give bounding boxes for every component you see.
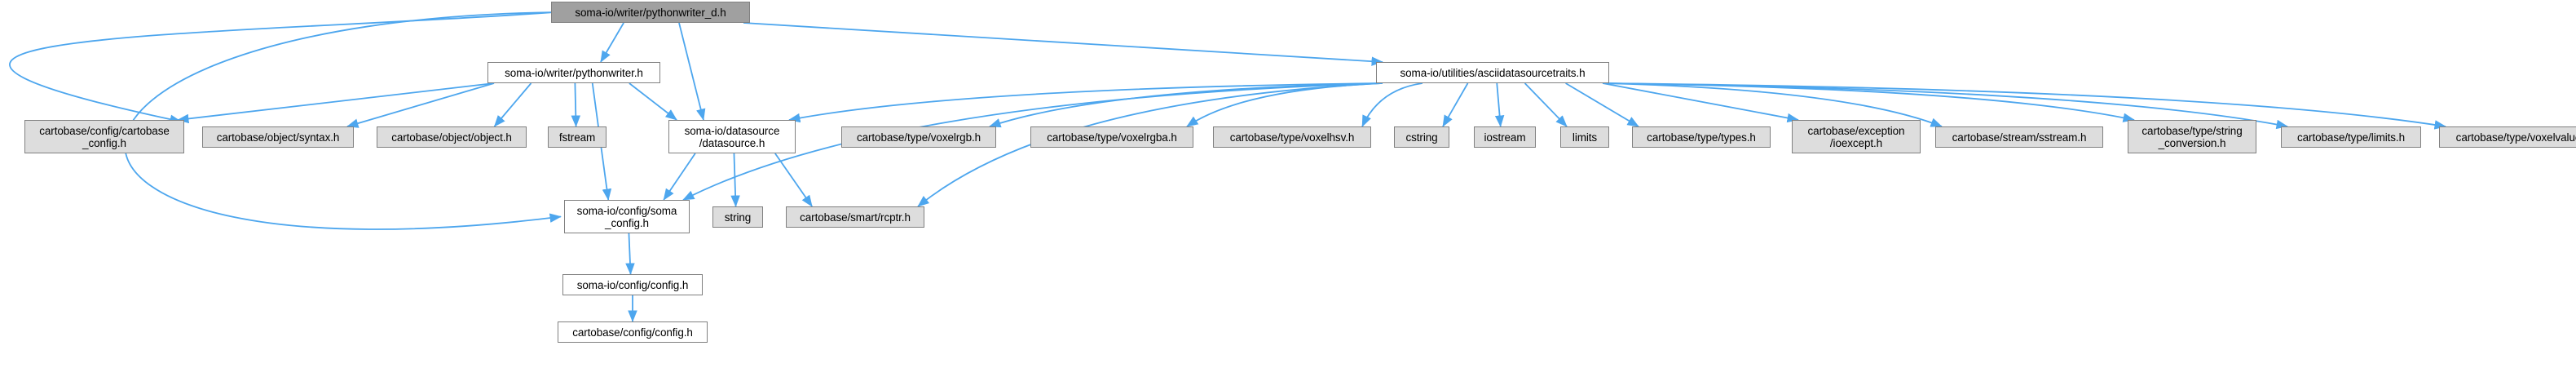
graph-node-asciidatasourcetraits[interactable]: soma-io/utilities/asciidatasourcetraits.… bbox=[1376, 62, 1609, 83]
graph-edge-asciidatasourcetraits-to-voxelvalue bbox=[1602, 82, 2446, 130]
graph-node-string[interactable]: string bbox=[712, 206, 763, 228]
graph-node-pythonwriter[interactable]: soma-io/writer/pythonwriter.h bbox=[487, 62, 660, 83]
graph-node-limits_std[interactable]: limits bbox=[1560, 126, 1609, 148]
graph-edge-pythonwriter-to-cartobase_config bbox=[177, 82, 495, 124]
graph-node-sstream[interactable]: cartobase/stream/sstream.h bbox=[1935, 126, 2103, 148]
graph-node-cartobase_config[interactable]: cartobase/config/cartobase _config.h bbox=[24, 120, 184, 153]
graph-node-voxelrgba[interactable]: cartobase/type/voxelrgba.h bbox=[1030, 126, 1193, 148]
graph-node-label: cartobase/type/limits.h bbox=[2296, 131, 2405, 144]
graph-edge-asciidatasourcetraits-to-voxelrgba bbox=[1186, 82, 1383, 127]
graph-edge-pythonwriter-to-object_object bbox=[493, 82, 532, 127]
graph-edge-datasource-to-string bbox=[730, 153, 740, 207]
graph-edge-pythonwriter_d-to-cartobase_config bbox=[9, 11, 555, 124]
graph-edge-asciidatasourcetraits-to-limits_std bbox=[1524, 82, 1568, 127]
graph-node-voxelvalue[interactable]: cartobase/type/voxelvalue.h bbox=[2439, 126, 2576, 148]
graph-node-datasource[interactable]: soma-io/datasource /datasource.h bbox=[668, 120, 796, 153]
graph-node-voxelhsv[interactable]: cartobase/type/voxelhsv.h bbox=[1213, 126, 1371, 148]
graph-edge-asciidatasourcetraits-to-types bbox=[1565, 82, 1639, 127]
graph-node-label: cartobase/config/config.h bbox=[572, 326, 693, 339]
graph-node-types[interactable]: cartobase/type/types.h bbox=[1632, 126, 1771, 148]
graph-edge-asciidatasourcetraits-to-string_conversion bbox=[1602, 82, 2135, 122]
edge-paths bbox=[9, 11, 2446, 322]
graph-node-label: cartobase/type/string _conversion.h bbox=[2142, 124, 2243, 149]
graph-node-label: cartobase/type/types.h bbox=[1647, 131, 1756, 144]
graph-edge-pythonwriter_d-to-soma_config bbox=[124, 11, 562, 230]
graph-edge-pythonwriter-to-object_syntax bbox=[346, 82, 495, 128]
graph-node-cartobase_config_h[interactable]: cartobase/config/config.h bbox=[558, 321, 708, 343]
graph-edge-asciidatasourcetraits-to-datasource bbox=[788, 82, 1383, 123]
graph-node-label: soma-io/config/config.h bbox=[576, 278, 689, 291]
graph-node-iostream[interactable]: iostream bbox=[1474, 126, 1536, 148]
graph-edge-asciidatasourcetraits-to-soma_config bbox=[682, 82, 1383, 201]
graph-node-ioexcept[interactable]: cartobase/exception /ioexcept.h bbox=[1792, 120, 1921, 153]
graph-node-object_syntax[interactable]: cartobase/object/syntax.h bbox=[202, 126, 354, 148]
graph-node-label: cstring bbox=[1405, 131, 1438, 144]
graph-node-soma_config[interactable]: soma-io/config/soma _config.h bbox=[564, 200, 690, 233]
graph-node-label: cartobase/type/voxelrgba.h bbox=[1047, 131, 1177, 144]
graph-node-voxelrgb[interactable]: cartobase/type/voxelrgb.h bbox=[841, 126, 996, 148]
graph-node-cstring[interactable]: cstring bbox=[1394, 126, 1449, 148]
graph-node-label: cartobase/type/voxelvalue.h bbox=[2455, 131, 2576, 144]
graph-edge-datasource-to-soma_config bbox=[663, 153, 696, 201]
graph-node-label: limits bbox=[1572, 131, 1598, 144]
graph-node-label: soma-io/utilities/asciidatasourcetraits.… bbox=[1400, 66, 1586, 79]
graph-node-label: soma-io/writer/pythonwriter_d.h bbox=[575, 6, 726, 19]
graph-edge-asciidatasourcetraits-to-rcptr bbox=[917, 82, 1383, 207]
graph-edge-pythonwriter_d-to-asciidatasourcetraits bbox=[743, 22, 1383, 66]
graph-edge-asciidatasourcetraits-to-ioexcept bbox=[1602, 82, 1799, 123]
graph-edge-asciidatasourcetraits-to-sstream bbox=[1602, 82, 1943, 127]
graph-edge-soma_config-to-soma_io_config bbox=[625, 233, 635, 275]
graph-edge-pythonwriter-to-datasource bbox=[629, 82, 677, 121]
graph-node-fstream[interactable]: fstream bbox=[548, 126, 607, 148]
graph-edge-asciidatasourcetraits-to-iostream bbox=[1494, 82, 1505, 127]
graph-edge-pythonwriter_d-to-pythonwriter bbox=[600, 22, 624, 63]
graph-node-label: cartobase/config/cartobase _config.h bbox=[39, 124, 170, 149]
graph-edge-asciidatasourcetraits-to-voxelhsv bbox=[1361, 82, 1423, 127]
graph-node-soma_io_config[interactable]: soma-io/config/config.h bbox=[562, 274, 703, 295]
graph-node-label: soma-io/datasource /datasource.h bbox=[684, 124, 780, 149]
graph-edge-asciidatasourcetraits-to-voxelrgb bbox=[989, 82, 1383, 128]
graph-node-label: cartobase/object/syntax.h bbox=[216, 131, 340, 144]
graph-node-pythonwriter_d[interactable]: soma-io/writer/pythonwriter_d.h bbox=[551, 2, 750, 23]
graph-node-rcptr[interactable]: cartobase/smart/rcptr.h bbox=[786, 206, 924, 228]
graph-edge-pythonwriter_d-to-datasource bbox=[678, 22, 706, 121]
graph-node-label: cartobase/object/object.h bbox=[391, 131, 512, 144]
graph-node-label: string bbox=[724, 211, 752, 224]
graph-node-label: cartobase/type/voxelrgb.h bbox=[856, 131, 981, 144]
graph-node-label: iostream bbox=[1484, 131, 1526, 144]
graph-node-type_limits[interactable]: cartobase/type/limits.h bbox=[2281, 126, 2421, 148]
graph-node-label: fstream bbox=[558, 131, 596, 144]
graph-node-label: soma-io/writer/pythonwriter.h bbox=[505, 66, 643, 79]
graph-node-label: cartobase/stream/sstream.h bbox=[1952, 131, 2087, 144]
graph-edge-asciidatasourcetraits-to-cstring bbox=[1442, 82, 1469, 127]
graph-node-label: cartobase/type/voxelhsv.h bbox=[1229, 131, 1355, 144]
graph-node-label: soma-io/config/soma _config.h bbox=[576, 204, 677, 229]
graph-node-label: cartobase/exception /ioexcept.h bbox=[1807, 124, 1905, 149]
graph-node-string_conversion[interactable]: cartobase/type/string _conversion.h bbox=[2128, 120, 2256, 153]
graph-node-label: cartobase/smart/rcptr.h bbox=[800, 211, 911, 224]
graph-edge-datasource-to-rcptr bbox=[774, 153, 813, 207]
graph-node-object_object[interactable]: cartobase/object/object.h bbox=[377, 126, 527, 148]
graph-edge-pythonwriter-to-fstream bbox=[571, 82, 581, 127]
